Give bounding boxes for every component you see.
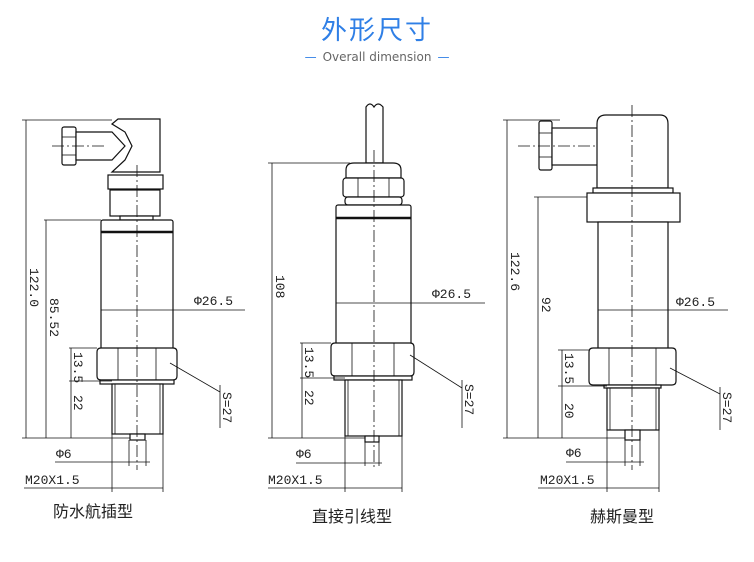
diameter-label: Φ26.5 xyxy=(432,287,471,302)
thread-length-label: 20 xyxy=(561,403,576,419)
hex-height-label: 13.5 xyxy=(70,352,85,383)
overall-height-label: 122.6 xyxy=(507,252,522,291)
diameter-label: Φ26.5 xyxy=(676,295,715,310)
overall-height-label: 122.0 xyxy=(26,268,41,307)
drawing-hirschmann: 122.6 92 13.5 20 Φ26.5 S=27 Φ6 M20X1.5 赫… xyxy=(503,105,734,526)
thread-label: M20X1.5 xyxy=(268,473,323,488)
caption-aviation-plug: 防水航插型 xyxy=(53,502,133,521)
page-title: 外形尺寸 xyxy=(320,16,433,46)
page-subtitle: —Overall dimension— xyxy=(304,50,450,64)
thread-length-label: 22 xyxy=(301,390,316,406)
port-diameter-label: Φ6 xyxy=(296,447,312,462)
drawing-aviation-plug: 122.0 85.52 13.5 22 Φ26.5 S=27 Φ6 M20X1.… xyxy=(22,118,245,521)
hex-height-label: 13.5 xyxy=(301,347,316,378)
hex-height-label: 13.5 xyxy=(561,353,576,384)
port-diameter-label: Φ6 xyxy=(56,447,72,462)
subtitle-text: Overall dimension xyxy=(322,50,432,64)
body-height-label: 85.52 xyxy=(46,298,61,337)
diameter-label: Φ26.5 xyxy=(194,294,233,309)
body-height-label: 92 xyxy=(538,297,553,313)
thread-length-label: 22 xyxy=(70,395,85,411)
thread-label: M20X1.5 xyxy=(25,473,80,488)
drawing-direct-cable: 108 13.5 22 Φ26.5 S=27 Φ6 M20X1.5 直接引线型 xyxy=(268,103,485,526)
overall-height-label: 108 xyxy=(272,275,287,298)
caption-hirschmann: 赫斯曼型 xyxy=(590,507,654,526)
thread-label: M20X1.5 xyxy=(540,473,595,488)
port-diameter-label: Φ6 xyxy=(566,446,582,461)
hex-size-label: S=27 xyxy=(719,392,734,423)
hex-size-label: S=27 xyxy=(219,392,234,423)
hex-size-label: S=27 xyxy=(461,384,476,415)
caption-direct-cable: 直接引线型 xyxy=(312,507,392,526)
